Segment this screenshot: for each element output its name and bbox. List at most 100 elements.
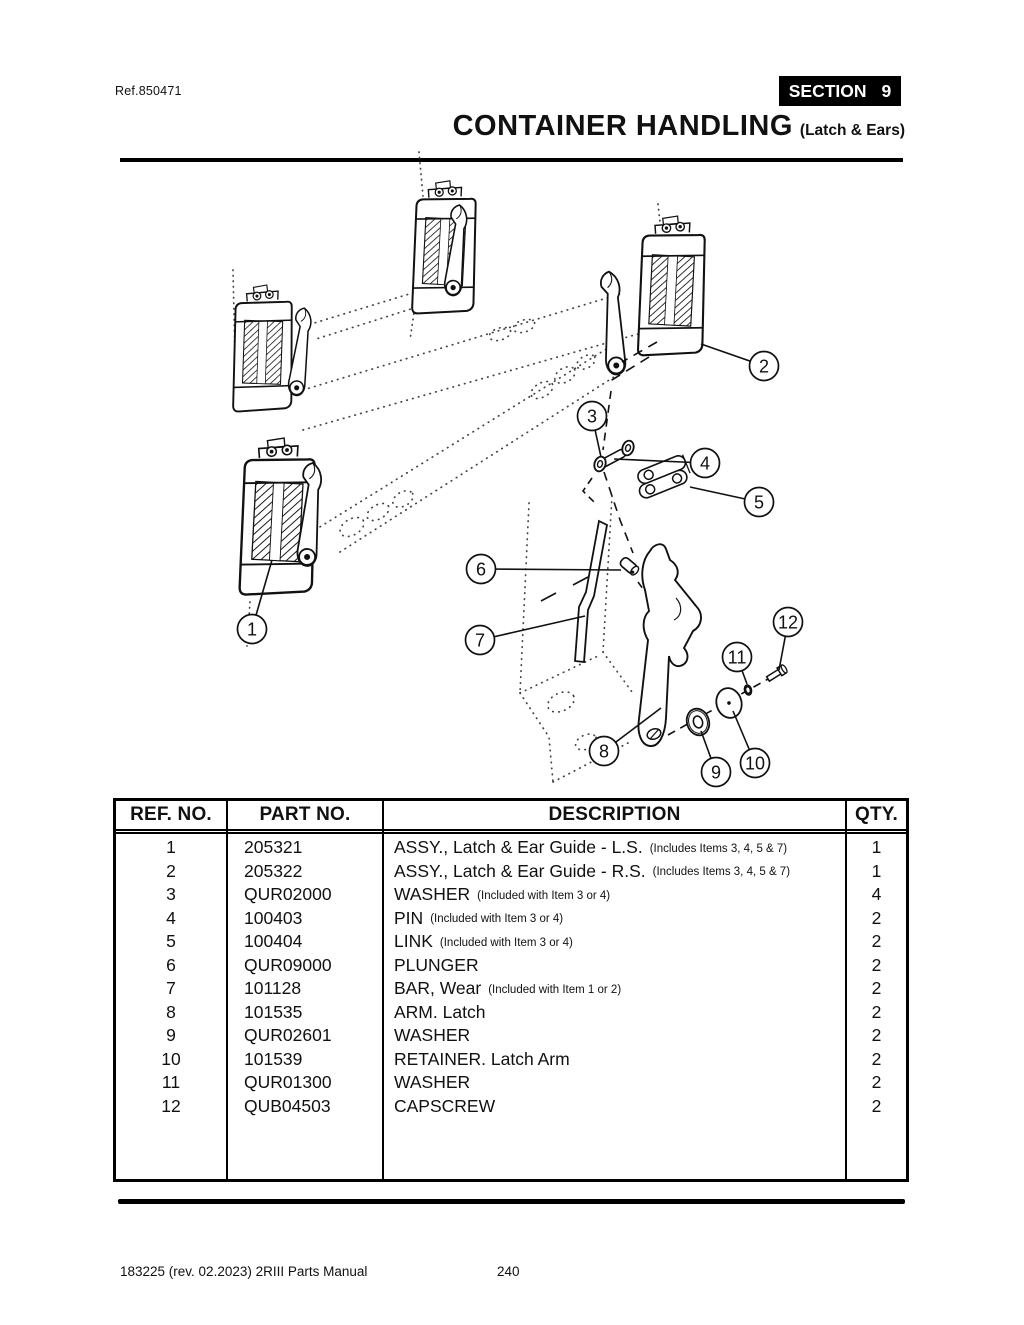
callout-12: 12 [772,606,804,671]
capscrew-part [765,664,788,683]
table-cell-qty: 1 [871,837,882,857]
column-header-qty: QTY. [847,801,906,834]
section-label: SECTION [788,80,867,101]
callout-6: 6 [465,553,622,585]
column-header-ref: REF. NO. [116,801,226,834]
svg-text:8: 8 [599,742,609,762]
callout-9: 9 [700,730,732,788]
dotted-beams [302,290,646,553]
description-note: (Included with Item 3 or 4) [430,913,564,925]
table-cell-part: QUR02601 [244,1025,332,1045]
footer-rule [118,1199,905,1204]
section-number: 9 [881,80,892,101]
table-cell-qty: 2 [871,1025,882,1045]
page-title-row: CONTAINER HANDLING (Latch & Ears) [453,110,905,143]
callout-7: 7 [464,615,586,656]
header-rule [120,158,903,162]
table-cell-part: QUR01300 [244,1072,332,1092]
column-header-desc: DESCRIPTION [384,801,845,834]
page-subtitle: (Latch & Ears) [799,122,905,139]
table-cell-ref: 8 [166,1001,176,1022]
table-cell-part: 100403 [244,907,303,928]
retainer-part [715,687,743,719]
callout-8: 8 [588,707,662,767]
callout-2: 2 [700,343,780,382]
table-cell-ref: 12 [161,1095,181,1116]
page-number: 240 [497,1264,520,1279]
table-cell-ref: 4 [166,907,176,928]
callout-3: 3 [576,400,608,458]
description-note: (Includes Items 3, 4, 5 & 7) [652,866,791,878]
table-cell-part: QUB04503 [244,1095,331,1116]
table-cell-ref: 5 [166,931,176,951]
table-cell-desc: BAR, Wear(Included with Item 1 or 2) [384,977,845,1001]
pin-and-washers [593,439,635,473]
plunger-part [619,556,640,576]
table-cell-desc: CAPSCREW [384,1095,845,1119]
table-cell-ref: 10 [161,1048,181,1069]
svg-text:11: 11 [728,648,747,668]
table-cell-desc: WASHER [384,1071,845,1095]
description-text: LINK [394,931,433,951]
table-cell-qty: 2 [871,1048,882,1069]
table-cell-desc: PIN (Included with Item 3 or 4) [384,907,845,931]
table-cell-desc: PLUNGER [384,954,845,978]
table-cell-part: 205321 [244,837,303,857]
wear-bar-part [574,519,609,663]
description-text: ASSY., Latch & Ear Guide - R.S. [394,860,646,881]
table-cell-ref: 2 [166,860,176,881]
footer: 183225 (rev. 02.2023) 2RIII Parts Manual… [120,1264,904,1279]
description-text: WASHER [394,1025,471,1045]
description-text: ASSY., Latch & Ear Guide - L.S. [394,837,643,857]
latch-arm-part [637,543,702,747]
table-cell-qty: 2 [871,1095,882,1116]
description-note: (Included with Item 3 or 4) [477,889,611,902]
table-cell-ref: 9 [166,1025,176,1045]
svg-text:7: 7 [475,631,485,651]
description-note: (Includes Items 3, 4, 5 & 7) [649,842,788,855]
table-cell-qty: 2 [871,931,882,951]
table-cell-desc: ASSY., Latch & Ear Guide - L.S. (Includes… [384,836,845,860]
section-badge: SECTION 9 [779,76,901,106]
description-text: RETAINER. Latch Arm [394,1048,570,1069]
table-cell-ref: 1 [166,837,176,857]
table-cell-qty: 2 [871,954,882,975]
callout-1: 1 [236,559,273,645]
svg-text:1: 1 [247,620,257,640]
callout-4: 4 [613,447,721,479]
table-cell-part: 205322 [244,860,303,881]
description-note: (Included with Item 3 or 4) [439,936,573,949]
svg-text:12: 12 [778,613,798,633]
table-cell-part: 101535 [244,1001,303,1022]
ear-guide-plates [231,178,711,600]
page-title: CONTAINER HANDLING [452,110,793,142]
table-cell-part: QUR02000 [244,884,332,904]
svg-text:6: 6 [476,560,486,580]
table-cell-desc: WASHER(Included with Item 3 or 4) [384,883,845,907]
washer-11-part [743,684,753,696]
description-text: ARM. Latch [394,1001,486,1022]
page-ref: Ref.850471 [115,84,182,98]
table-cell-desc: RETAINER. Latch Arm [384,1048,845,1072]
description-text: PIN [394,907,424,928]
table-cell-part: QUR09000 [244,954,332,975]
description-text: PLUNGER [394,954,479,975]
svg-text:5: 5 [754,493,764,513]
table-cell-part: 101128 [244,978,302,998]
table-cell-ref: 11 [161,1072,181,1092]
table-cell-part: 100404 [244,931,303,951]
table-cell-desc: ARM. Latch [384,1001,845,1025]
table-cell-desc: ASSY., Latch & Ear Guide - R.S. (Includes… [384,860,845,884]
table-cell-ref: 7 [166,978,176,998]
callout-5: 5 [689,486,775,518]
svg-text:9: 9 [711,763,721,783]
table-cell-qty: 2 [871,907,882,928]
table-cell-qty: 1 [871,860,882,881]
